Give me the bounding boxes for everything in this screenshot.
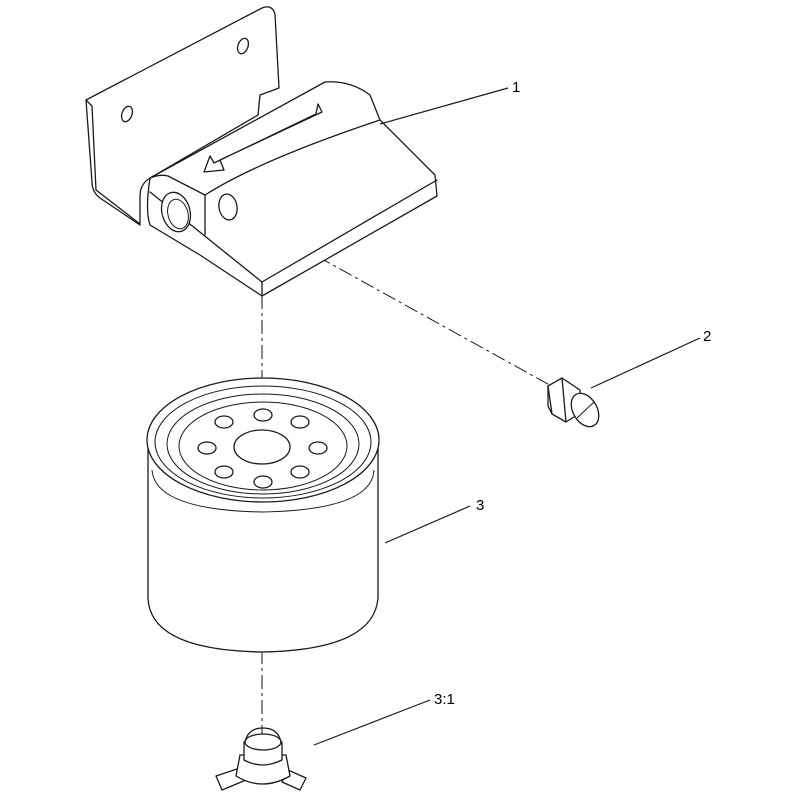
leader-3-1 [313,699,431,746]
callout-1: 1 [512,79,520,96]
leader-3 [384,505,471,544]
outlet-port [218,193,238,221]
filter-center-opening [233,429,291,465]
leader-1 [379,87,509,125]
callout-3: 3 [476,497,484,514]
inlet-port [160,191,192,233]
mount-hole-upper [236,37,250,55]
callout-3-1: 3:1 [434,691,455,708]
callout-2: 2 [703,328,711,345]
mounting-bracket [85,6,438,297]
mount-hole-left [120,105,134,123]
bleed-screw [547,377,600,428]
filter-cartridge [146,377,380,653]
drain-valve [215,727,307,791]
leader-2 [590,337,701,389]
flow-direction-arrow [203,103,323,173]
